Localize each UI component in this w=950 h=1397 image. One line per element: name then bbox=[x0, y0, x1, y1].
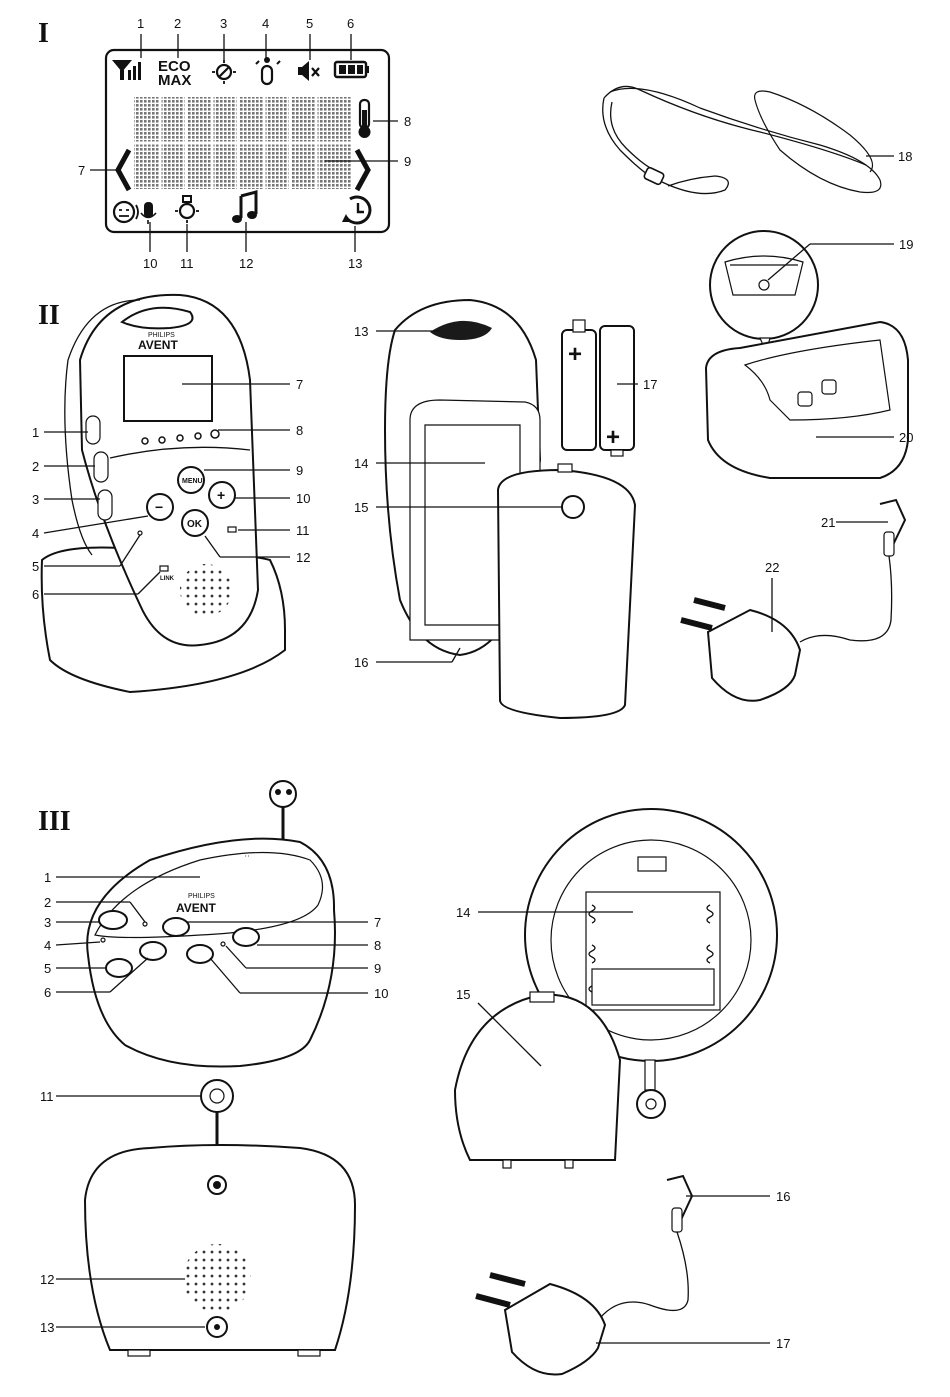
parent-callout-10: 10 bbox=[296, 491, 310, 506]
baby-mic-mark: ∴ bbox=[245, 852, 250, 859]
back-callout-14: 14 bbox=[354, 456, 368, 471]
baby-callout-7: 7 bbox=[374, 915, 381, 930]
baby-callout-8: 8 bbox=[374, 938, 381, 953]
lcd-callout-8: 8 bbox=[404, 114, 411, 129]
lcd-callout-12: 12 bbox=[239, 256, 253, 271]
baby-callout-5: 5 bbox=[44, 961, 51, 976]
parent-callout-6: 6 bbox=[32, 587, 39, 602]
parent-callout-12: 12 bbox=[296, 550, 310, 565]
baby-brand: AVENT bbox=[176, 901, 216, 915]
baby-unit-back-illustration bbox=[85, 1080, 355, 1356]
parent-callout-5: 5 bbox=[32, 559, 39, 574]
lcd-callout-1: 1 bbox=[137, 16, 144, 31]
parent-callout-4: 4 bbox=[32, 526, 39, 541]
lcd-callout-7: 7 bbox=[78, 163, 85, 178]
parent-callout-8: 8 bbox=[296, 423, 303, 438]
parent-unit-illustration: PHILIPS AVENT MENU − + OK LINK bbox=[42, 295, 285, 692]
baby-unit-illustration: ∴ PHILIPS AVENT bbox=[87, 781, 335, 1067]
parent-speaker bbox=[180, 564, 232, 616]
lcd-callout-9: 9 bbox=[404, 154, 411, 169]
adapter-callouts-3: 16 17 bbox=[596, 1189, 790, 1351]
link-label: LINK bbox=[160, 576, 175, 582]
back-callout-16: 16 bbox=[354, 655, 368, 670]
adapter-callouts-2: 21 22 bbox=[765, 515, 888, 632]
parent-callout-9: 9 bbox=[296, 463, 303, 478]
parent-callout-2: 2 bbox=[32, 459, 39, 474]
lcd-callout-3: 3 bbox=[220, 16, 227, 31]
lcd-callout-2: 2 bbox=[174, 16, 181, 31]
baby-speaker bbox=[183, 1244, 251, 1312]
menu-label: MENU bbox=[182, 478, 203, 485]
baby-callout-2: 2 bbox=[44, 895, 51, 910]
baby-battery-compartment-illustration bbox=[455, 809, 777, 1168]
parent-callout-11: 11 bbox=[296, 523, 310, 538]
adapter-callout-21: 21 bbox=[821, 515, 835, 530]
section-label-2: II bbox=[38, 300, 60, 331]
baby-callout-4: 4 bbox=[44, 938, 51, 953]
baby-brand-top: PHILIPS bbox=[188, 893, 215, 900]
lcd-callout-5: 5 bbox=[306, 16, 313, 31]
baby-callout-14: 14 bbox=[456, 905, 470, 920]
power-adapter-illustration-3 bbox=[476, 1176, 692, 1375]
battery-icon bbox=[335, 62, 369, 77]
section-label-3: III bbox=[38, 806, 71, 837]
parent-callout-7: 7 bbox=[296, 377, 303, 392]
lcd-display-diagram: ECO MAX bbox=[106, 50, 389, 232]
baby-callout-1: 1 bbox=[44, 870, 51, 885]
cover-release-button bbox=[562, 496, 584, 518]
max-label: MAX bbox=[158, 72, 191, 89]
lcd-callout-13: 13 bbox=[348, 256, 362, 271]
adapter-callout-22: 22 bbox=[765, 560, 779, 575]
parent-callout-3: 3 bbox=[32, 492, 39, 507]
ok-label: OK bbox=[187, 519, 203, 530]
back-callout-17: 17 bbox=[643, 377, 657, 392]
baby-callout-13: 13 bbox=[40, 1320, 54, 1335]
lcd-callout-10: 10 bbox=[143, 256, 157, 271]
back-callout-13: 13 bbox=[354, 324, 368, 339]
minus-label: − bbox=[155, 499, 163, 515]
svg-text:+: + bbox=[606, 424, 620, 451]
baby-callout-15: 15 bbox=[456, 987, 470, 1002]
lcd-callout-6: 6 bbox=[347, 16, 354, 31]
charger-cradle-illustration bbox=[706, 231, 908, 478]
charger-callout-20: 20 bbox=[899, 430, 913, 445]
lcd-callout-4: 4 bbox=[262, 16, 269, 31]
lcd-callout-11: 11 bbox=[180, 256, 194, 271]
parent-unit-back-illustration: + + bbox=[385, 300, 635, 718]
plus-label: + bbox=[217, 487, 225, 503]
baby-callout-11: 11 bbox=[40, 1089, 54, 1104]
parent-callout-1: 1 bbox=[32, 425, 39, 440]
baby-callout-3: 3 bbox=[44, 915, 51, 930]
baby-callout-12: 12 bbox=[40, 1272, 54, 1287]
parent-brand: AVENT bbox=[138, 338, 178, 352]
neck-strap-illustration: 18 bbox=[603, 86, 913, 193]
back-callout-15: 15 bbox=[354, 500, 368, 515]
charger-callout-19: 19 bbox=[899, 237, 913, 252]
strap-callout-18: 18 bbox=[898, 149, 912, 164]
baby-callout-9: 9 bbox=[374, 961, 381, 976]
svg-text:+: + bbox=[568, 341, 582, 368]
section-label-1: I bbox=[38, 18, 49, 49]
power-adapter-illustration-2 bbox=[681, 500, 905, 701]
baby-callout-17: 17 bbox=[776, 1336, 790, 1351]
thermometer-icon bbox=[359, 100, 371, 138]
baby-callout-16: 16 bbox=[776, 1189, 790, 1204]
baby-callout-10: 10 bbox=[374, 986, 388, 1001]
baby-callout-6: 6 bbox=[44, 985, 51, 1000]
